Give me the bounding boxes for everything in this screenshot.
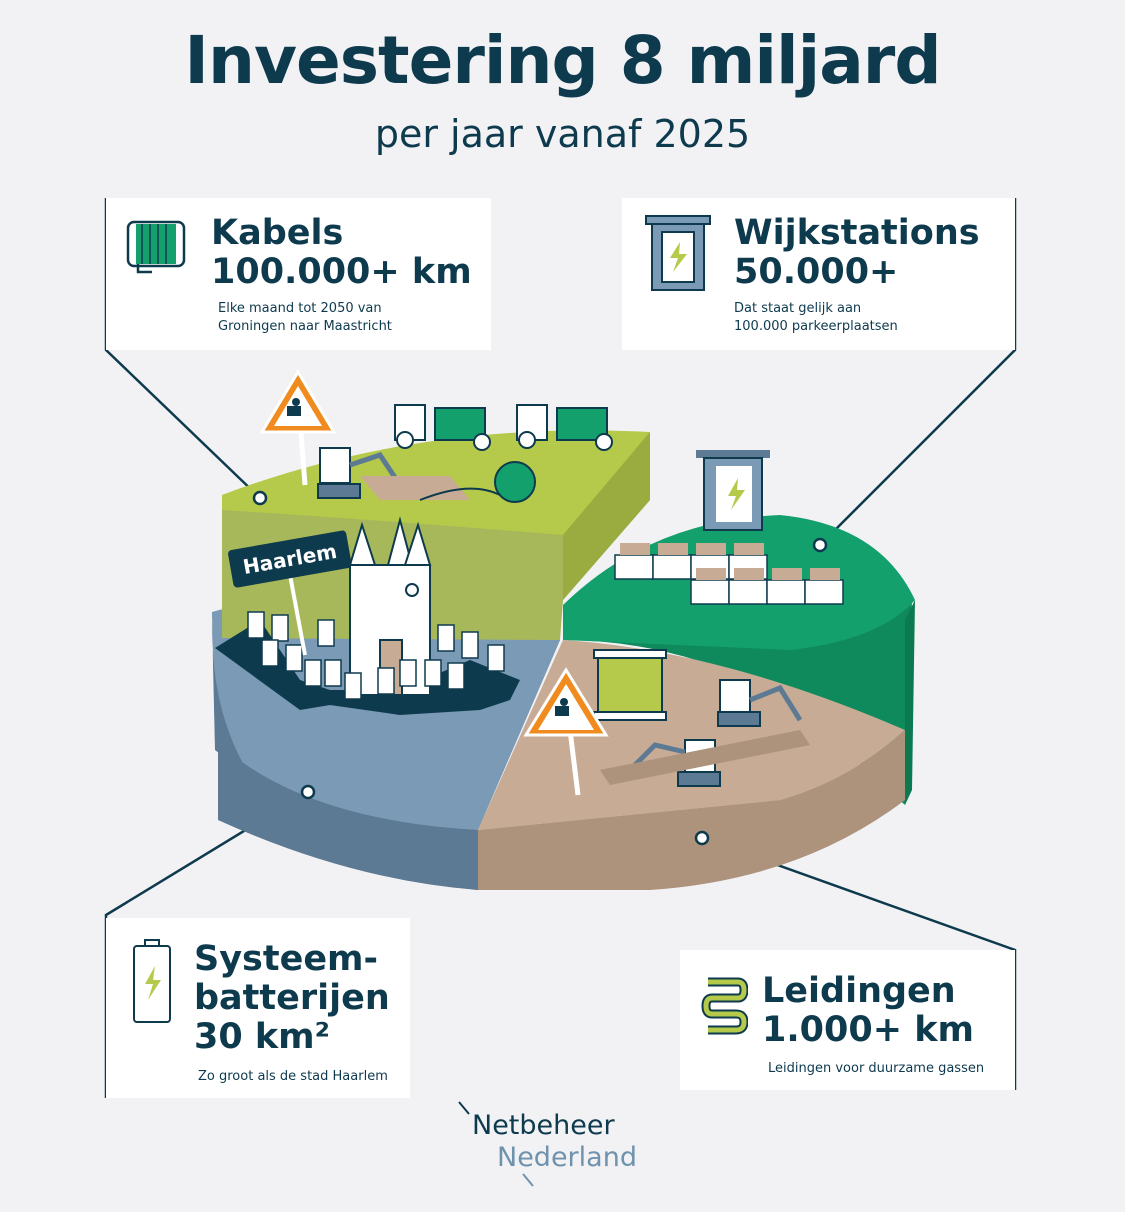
marker-wijkstations xyxy=(812,537,828,553)
pipe-icon xyxy=(701,977,748,1035)
card-wijkstations: Wijkstations 50.000+ Dat staat gelijk aa… xyxy=(622,198,1015,350)
wijkstations-note-2: 100.000 parkeerplaatsen xyxy=(734,318,898,334)
leidingen-value: 1.000+ km xyxy=(762,1010,974,1051)
card-kabels: Kabels 100.000+ km Elke maand tot 2050 v… xyxy=(106,198,491,350)
battery-icon xyxy=(133,939,171,1023)
logo-mark xyxy=(458,1101,534,1187)
wijkstations-value: 50.000+ xyxy=(734,252,899,293)
card-batterijen: Systeem- batterijen 30 km² Zo groot als … xyxy=(106,918,410,1098)
cable-reel-field xyxy=(419,461,536,503)
batterijen-value: 30 km² xyxy=(194,1017,330,1058)
batterijen-heading-2: batterijen xyxy=(194,978,390,1019)
leidingen-slice-front xyxy=(478,730,905,890)
cable-reel-icon xyxy=(126,220,186,274)
pipe-reel xyxy=(593,649,667,721)
kabels-note-2: Groningen naar Maastricht xyxy=(218,318,392,334)
leidingen-slice-top xyxy=(478,640,905,830)
warning-sign-icon xyxy=(259,369,337,486)
logo-text-2: Nederland xyxy=(497,1142,637,1173)
excavator-icon xyxy=(317,447,470,500)
substation-icon xyxy=(645,215,711,291)
batterijen-heading-1: Systeem- xyxy=(194,939,379,979)
leidingen-note: Leidingen voor duurzame gassen xyxy=(768,1061,985,1076)
haarlem-sign: Haarlem xyxy=(228,530,352,656)
wijkstations-slice-edge xyxy=(905,600,915,805)
kabels-value: 100.000+ km xyxy=(211,252,472,293)
marker-leidingen xyxy=(694,830,710,846)
leidingen-heading: Leidingen xyxy=(762,971,956,1011)
cable-carts xyxy=(394,404,613,451)
connector-wijkstations xyxy=(819,198,1017,546)
marker-batterijen xyxy=(300,784,316,800)
house-roofs xyxy=(620,543,840,580)
batterijen-slice-front xyxy=(211,620,478,890)
page-subtitle: per jaar vanaf 2025 xyxy=(374,112,751,156)
batterijen-note: Zo groot als de stad Haarlem xyxy=(198,1069,388,1084)
card-leidingen: Leidingen 1.000+ km Leidingen voor duurz… xyxy=(680,950,1015,1090)
wijkstations-heading: Wijkstations xyxy=(734,213,980,253)
logo-text-1: Netbeheer xyxy=(472,1110,615,1141)
kabels-slice-edge xyxy=(563,432,650,600)
kabels-note-1: Elke maand tot 2050 van xyxy=(218,301,382,316)
excavators-pipes xyxy=(600,679,810,787)
connector-leidingen xyxy=(701,836,1017,1090)
kabels-heading: Kabels xyxy=(211,213,344,253)
marker-kabels xyxy=(252,490,268,506)
substation-building xyxy=(696,450,770,531)
warning-sign-icon-2 xyxy=(523,667,609,796)
battery-blocks xyxy=(247,611,505,700)
wijkstations-note-1: Dat staat gelijk aan xyxy=(734,301,862,316)
page-title: Investering 8 miljard xyxy=(184,22,941,99)
